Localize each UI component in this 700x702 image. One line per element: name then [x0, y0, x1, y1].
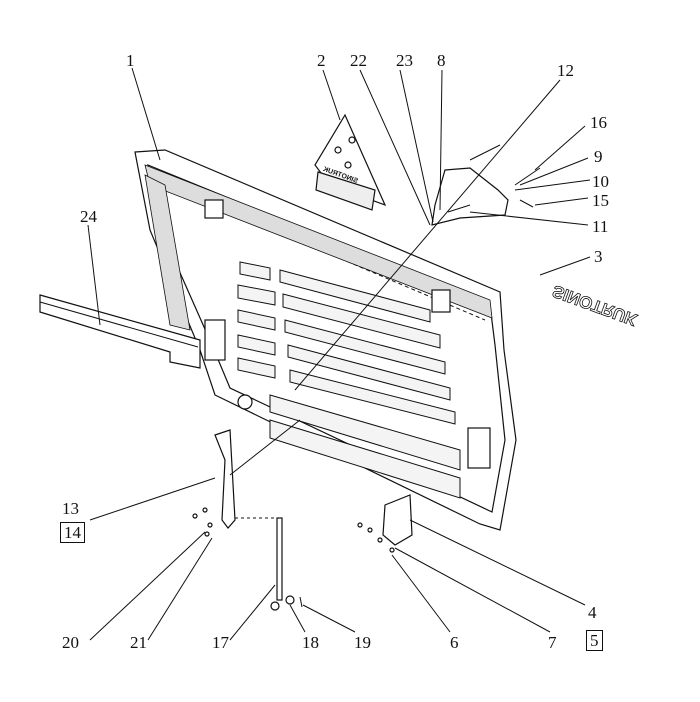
callout-3: 3	[594, 247, 603, 266]
lock-assembly	[431, 144, 541, 226]
emblem	[314, 113, 387, 211]
callout-10: 10	[592, 172, 609, 191]
callout-18: 18	[302, 633, 319, 652]
callout-8: 8	[437, 51, 446, 70]
seal-strip	[39, 294, 201, 369]
callout-23: 23	[396, 51, 413, 70]
callout-16: 16	[590, 113, 607, 132]
callout-13: 13	[62, 499, 79, 518]
callout-14: 14	[60, 522, 85, 543]
callout-12: 12	[557, 61, 574, 80]
callout-21: 21	[130, 633, 147, 652]
grille-slats	[237, 261, 461, 499]
callout-17: 17	[212, 633, 229, 652]
callout-15: 15	[592, 191, 609, 210]
callout-19: 19	[354, 633, 371, 652]
callout-24: 24	[80, 207, 97, 226]
hood-lettering: SINOTRUK	[550, 281, 641, 329]
callout-7: 7	[548, 633, 557, 652]
callout-20: 20	[62, 633, 79, 652]
callout-2: 2	[317, 51, 326, 70]
callout-11: 11	[592, 217, 609, 236]
callout-9: 9	[594, 147, 603, 166]
callout-1: 1	[126, 51, 135, 70]
leader-lines	[87, 67, 591, 641]
callout-22: 22	[350, 51, 367, 70]
support-arm	[192, 429, 413, 611]
callout-4: 4	[588, 603, 597, 622]
callout-5: 5	[586, 630, 603, 651]
callout-6: 6	[450, 633, 459, 652]
hinges	[204, 199, 491, 469]
